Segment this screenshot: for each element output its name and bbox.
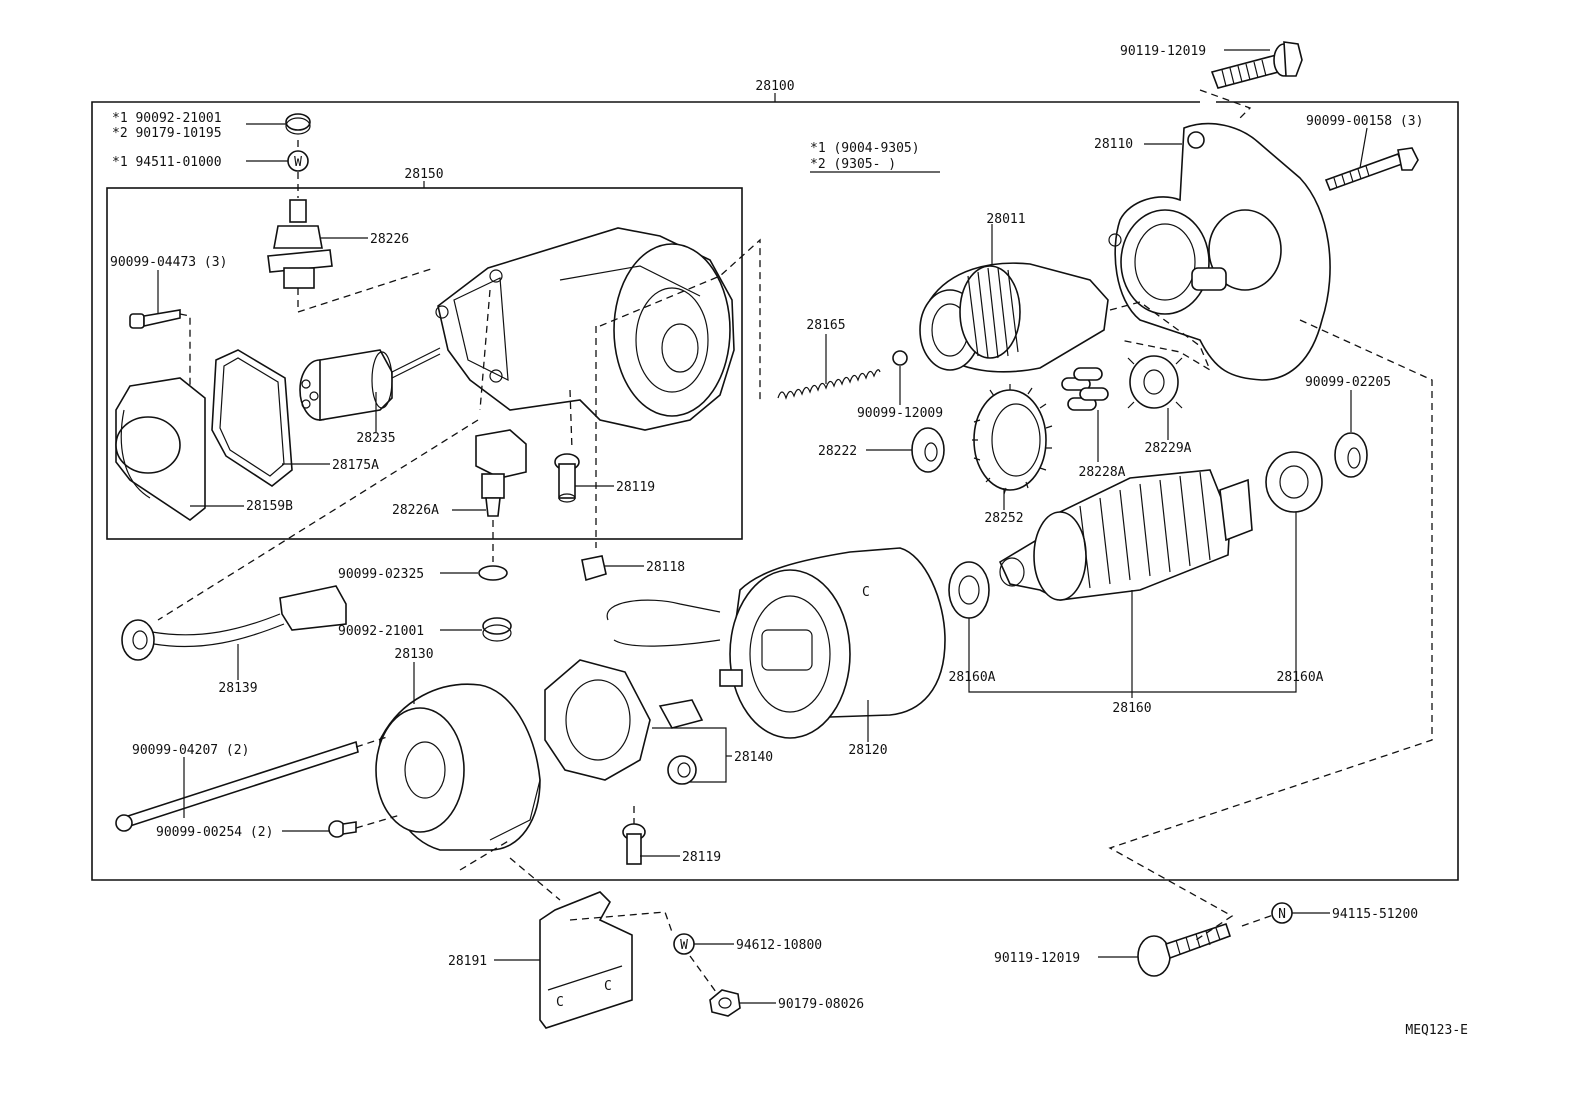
label-28160a-left: 28160A [949,670,996,685]
label-28140: 28140 [734,750,773,765]
label-90099-02325: 90099-02325 [338,567,424,582]
lead-wire-28139 [121,585,347,661]
nut-90179-08026 [709,989,741,1017]
spring-28165 [777,369,881,400]
label-28118: 28118 [646,560,685,575]
label-90179-08026: 90179-08026 [778,997,864,1012]
retainer-28229a [1127,355,1183,409]
label-28175a: 28175A [332,458,379,473]
ball-90099-12009 [892,350,908,366]
nut-90092-21001-top [285,113,311,131]
brush-holder-28140 [544,659,704,785]
plunger-28235 [299,347,441,421]
housing-28110 [1108,122,1331,381]
label-90099-00254: 90099-00254 (2) [156,825,273,840]
label-90092-21001-lower: 90092-21001 [338,624,424,639]
label-28100: 28100 [755,79,794,94]
clutch-28011 [919,262,1109,373]
end-frame-28130 [375,683,541,851]
bracket-28191 [539,891,633,1029]
doc-code: MEQ123-E [1405,1023,1468,1038]
nut-90092-21001-lower [482,617,512,642]
label-28226: 28226 [370,232,409,247]
rollers-28228a [1061,367,1109,411]
gear-28252 [972,384,1053,495]
label-28191: 28191 [448,954,487,969]
label-28150: 28150 [404,167,443,182]
label-28229a: 28229A [1145,441,1192,456]
label-90119-12019-bottom: 90119-12019 [994,951,1080,966]
label-28139: 28139 [218,681,257,696]
screw-28119-lower [622,823,646,865]
label-90099-00158: 90099-00158 (3) [1306,114,1423,129]
bolt-90099-00158 [1324,147,1419,192]
label-28110: 28110 [1094,137,1133,152]
label-28235: 28235 [356,431,395,446]
bolt-90119-12019-bottom [1137,922,1232,977]
label-28222: 28222 [818,444,857,459]
bracket-c-mark-left: C [556,995,564,1010]
label-28228a: 28228A [1079,465,1126,480]
cover-28159b [115,377,206,521]
label-94115-51200: 94115-51200 [1332,907,1418,922]
bracket-c-mark-right: C [604,979,612,994]
label-90179-10195: *2 90179-10195 [112,126,222,141]
bearing-28160a-left [948,561,990,619]
terminal-28226a [475,429,527,517]
label-28160: 28160 [1112,701,1151,716]
label-90099-04473: 90099-04473 (3) [110,255,227,270]
label-90099-04207: 90099-04207 (2) [132,743,249,758]
label-28011: 28011 [986,212,1025,227]
label-28226a: 28226A [392,503,439,518]
label-28119-lower: 28119 [682,850,721,865]
washer-w-mark-94612: W [680,938,688,953]
label-94511-01000: *1 94511-01000 [112,155,222,170]
assembly-frame-28100 [91,101,1459,881]
label-90119-12019-top: 90119-12019 [1120,44,1206,59]
label-90099-12009: 90099-12009 [857,406,943,421]
label-28165: 28165 [806,318,845,333]
label-90092-21001-top: *1 90092-21001 [112,111,222,126]
solenoid-housing [435,227,735,431]
label-28119-upper: 28119 [616,480,655,495]
note-line-2: *2 (9305- ) [810,157,896,172]
label-28252: 28252 [984,511,1023,526]
bearing-28160a-right [1265,451,1323,513]
field-frame-c-mark: C [862,585,870,600]
washer-90099-02325 [478,565,508,581]
screw-28119-upper [554,453,580,503]
nut-n-mark: N [1278,907,1286,922]
field-frame-28120 [606,547,946,739]
label-90099-02205: 90099-02205 [1305,375,1391,390]
label-94612-10800: 94612-10800 [736,938,822,953]
washer-28222 [911,427,945,473]
clip-28118 [581,555,607,582]
washer-w-mark: W [294,155,302,170]
label-28160a-right: 28160A [1277,670,1324,685]
label-28120: 28120 [848,743,887,758]
label-28159b: 28159B [246,499,293,514]
terminal-28226 [267,199,333,312]
washer-90099-02205 [1334,432,1368,478]
bolt-90099-04207 [115,740,359,832]
bolt-90119-12019-top [1210,41,1303,89]
note-line-1: *1 (9004-9305) [810,141,920,156]
screw-90099-00254 [328,820,357,838]
armature-28160 [998,469,1253,601]
gasket-28175a [211,349,293,487]
label-28130: 28130 [394,647,433,662]
screw-90099-04473 [129,309,181,329]
